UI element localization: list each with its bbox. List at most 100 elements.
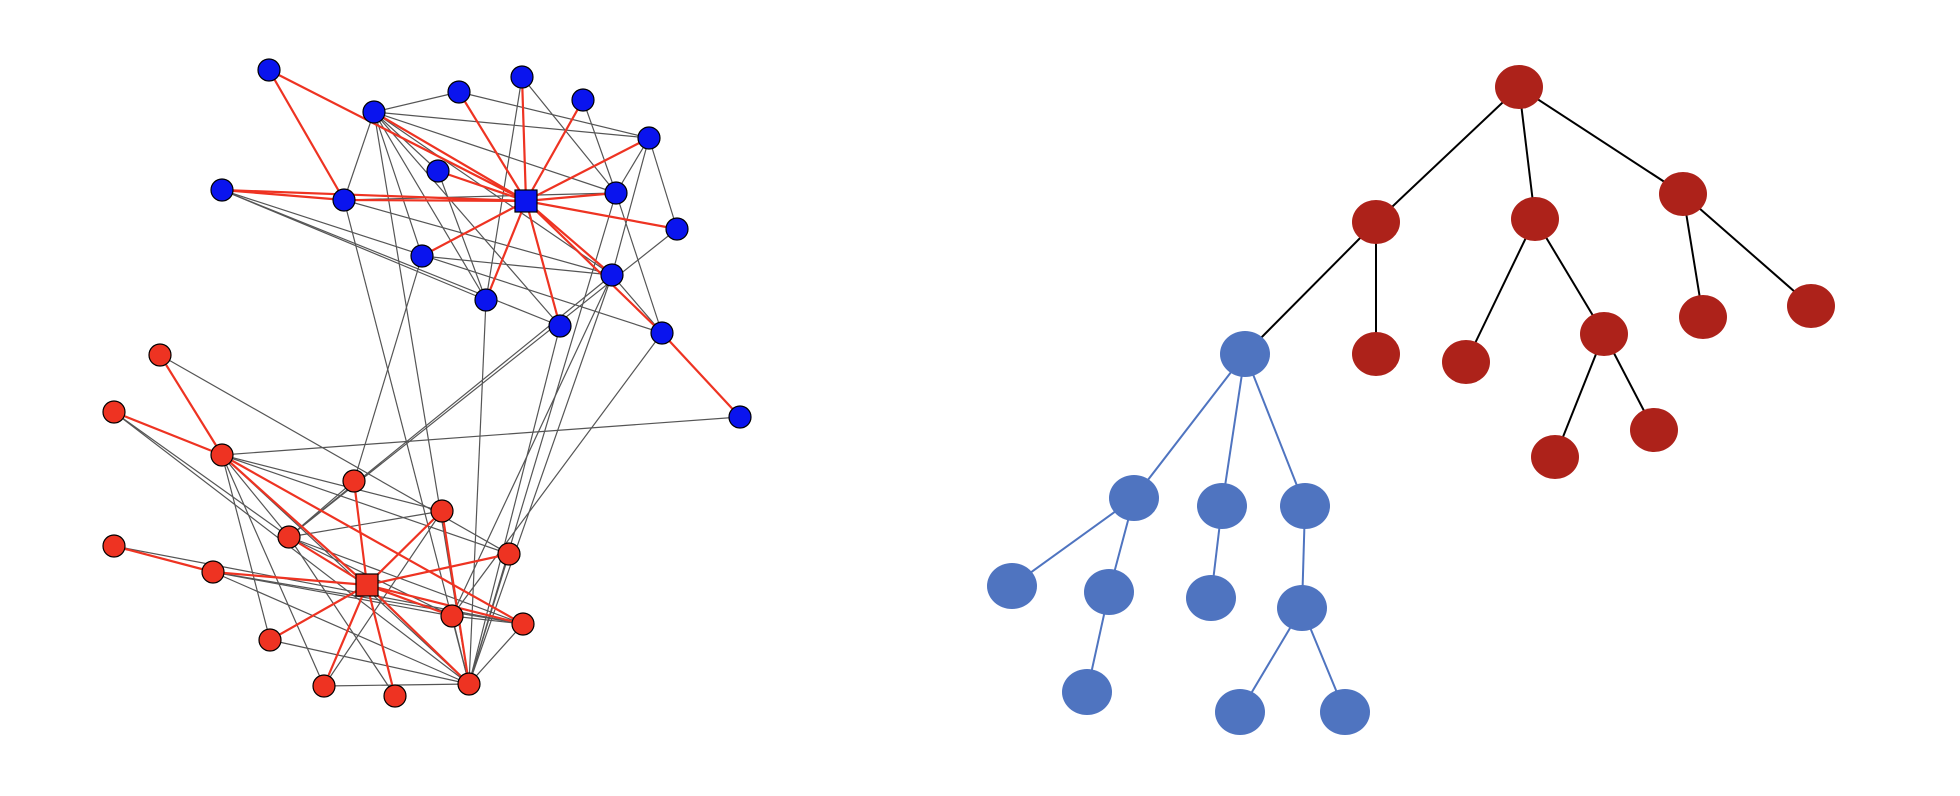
network-edge [648, 137, 678, 230]
hub-spoke-edge [525, 191, 617, 203]
tree-node [1197, 483, 1247, 529]
network-edge [421, 255, 613, 276]
network-node [510, 65, 534, 89]
tree-node [1352, 200, 1400, 244]
network-edge [582, 99, 617, 194]
network-edge [221, 416, 741, 456]
network-node [148, 343, 172, 367]
tree-edge [1244, 221, 1377, 355]
hub-spoke-edge [373, 111, 527, 202]
hub-spoke-edge [440, 510, 471, 685]
hub-spoke-edge [113, 544, 214, 574]
tree-node [1109, 475, 1159, 521]
network-edges [113, 69, 741, 697]
network-node [258, 628, 282, 652]
hub-spoke-edge [221, 454, 524, 625]
hub-node [514, 189, 538, 213]
hub-spoke-edge [366, 552, 510, 587]
network-edge [159, 354, 510, 555]
hub-spoke-edge [113, 410, 223, 457]
network-edge [373, 91, 460, 113]
network-node [474, 288, 498, 312]
network-node [312, 674, 336, 698]
network-edge [468, 299, 487, 685]
hub-spoke-edge [525, 200, 663, 334]
tree-node [1442, 340, 1490, 384]
network-node [210, 443, 234, 467]
network-edge [288, 536, 396, 697]
network-node [277, 525, 301, 549]
hub-spoke-edge [269, 584, 368, 641]
tree-edge [1465, 218, 1536, 363]
hub-spoke-edge [366, 584, 470, 685]
tree-node [1531, 435, 1579, 479]
network-edge [288, 510, 443, 538]
network-edge [468, 325, 561, 685]
tree-edge [1221, 353, 1246, 507]
tree-node [1062, 669, 1112, 715]
tree-node [1277, 585, 1327, 631]
hub-spoke-edge [421, 200, 527, 257]
tree-node [1511, 197, 1559, 241]
network-edge [113, 411, 290, 538]
hub-spoke-edge [661, 332, 741, 418]
network-edge [212, 571, 524, 625]
network-edge [221, 454, 290, 538]
tree-edge [1375, 86, 1520, 223]
network-node [728, 405, 752, 429]
hub-spoke-edge [288, 536, 368, 586]
network-edge [451, 332, 663, 617]
network-node [210, 178, 234, 202]
hub-spoke-edge [484, 200, 528, 301]
network-edge [269, 639, 470, 685]
network-edge [353, 255, 423, 482]
tree-edge [1011, 497, 1135, 587]
network-edge [373, 111, 613, 276]
network-node [511, 612, 535, 636]
hub-spoke-edge [520, 76, 528, 202]
network-node [102, 534, 126, 558]
network-node [548, 314, 572, 338]
tree-node [987, 563, 1037, 609]
network-node [201, 560, 225, 584]
hub-spoke-edge [458, 91, 527, 202]
tree-node [1215, 689, 1265, 735]
hub-spoke-edge [221, 188, 527, 203]
network-edge [212, 571, 453, 617]
network-edge [373, 111, 487, 301]
network-edge [521, 76, 617, 194]
network-node [426, 159, 450, 183]
tree-node [1220, 331, 1270, 377]
hub-spoke-edge [525, 199, 678, 231]
hub-spoke-edge [525, 137, 650, 202]
network-node [497, 542, 521, 566]
network-node [102, 400, 126, 424]
network-node [430, 499, 454, 523]
hub-spoke-edge [525, 200, 613, 276]
hub-spoke-edge [268, 69, 345, 201]
hub-node [355, 573, 379, 597]
tree-node [1084, 569, 1134, 615]
network-node [665, 217, 689, 241]
network-edge [458, 91, 650, 139]
network-edge [343, 199, 613, 276]
network-nodes [102, 58, 752, 708]
hub-spoke-edge [343, 198, 527, 203]
network-node [604, 181, 628, 205]
tree-edge [1244, 353, 1306, 507]
hub-spoke-edge [322, 584, 369, 687]
network-node [600, 263, 624, 287]
network-node [457, 672, 481, 696]
hub-spoke-edge [366, 510, 443, 586]
hub-spoke-edge [212, 570, 368, 587]
network-edge [468, 192, 617, 685]
hub-spoke-edge [524, 200, 562, 327]
tree-node [1352, 332, 1400, 376]
tree-node [1580, 312, 1628, 356]
network-edge [615, 192, 663, 334]
tree-node [1186, 575, 1236, 621]
network-node [257, 58, 281, 82]
tree-node [1280, 483, 1330, 529]
network-edge [611, 274, 663, 334]
network-edge [611, 137, 650, 276]
